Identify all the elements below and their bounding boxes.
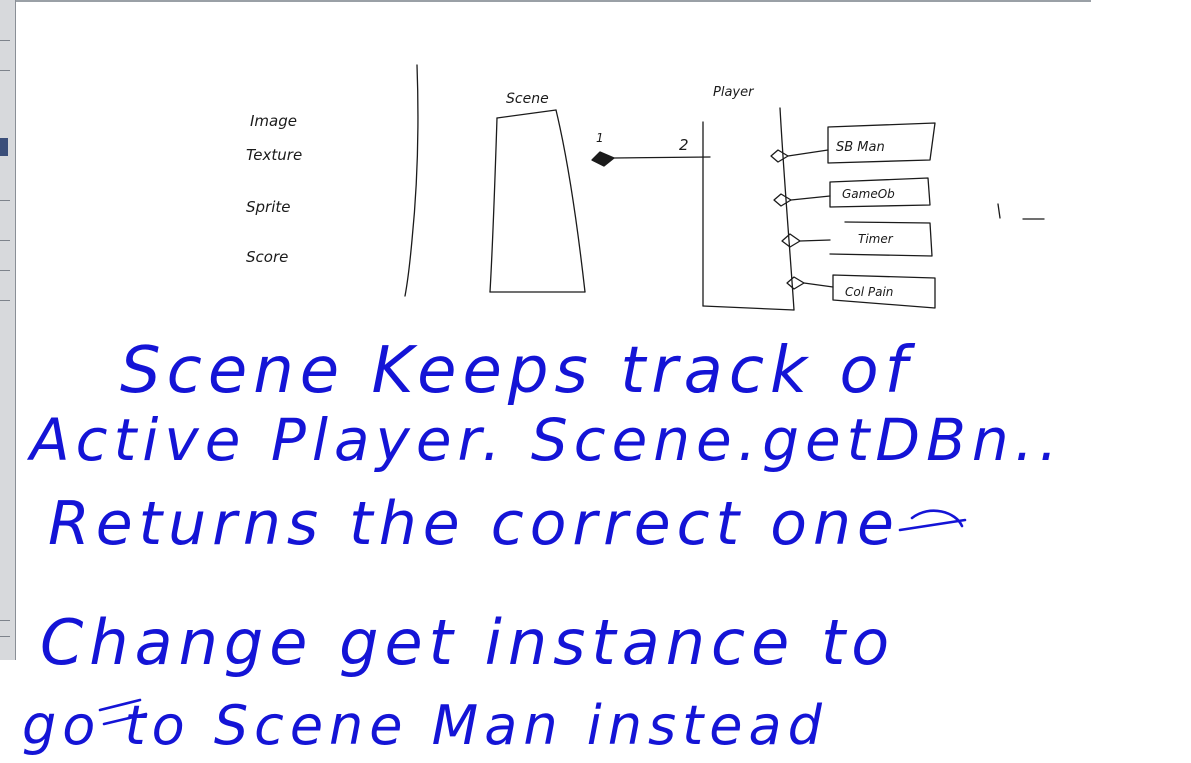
component-label-colpain: Col Pain: [845, 285, 893, 299]
component-gameob: GameOb: [773, 177, 931, 208]
handwritten-note: Scene Keeps track of Active Player. Scen…: [22, 334, 1064, 757]
label-sprite: Sprite: [246, 198, 291, 216]
note-line-4: Change get instance to: [40, 606, 895, 679]
divider-line: [404, 64, 419, 297]
label-image: Image: [250, 112, 297, 130]
top-window-edge: [16, 0, 1091, 2]
multiplicity-two: 2: [679, 136, 689, 154]
scene-player-association: 1 2: [591, 131, 711, 167]
scene-class-box: Scene: [489, 91, 586, 293]
left-labels: Image Texture Sprite Score: [246, 112, 302, 266]
label-texture: Texture: [246, 146, 302, 164]
stray-mark: [997, 203, 1045, 220]
note-line-3: Returns the correct one: [48, 489, 900, 559]
player-label: Player: [713, 85, 755, 100]
component-label-gameob: GameOb: [842, 187, 895, 201]
note-line-1: Scene Keeps track of: [120, 334, 916, 408]
scene-label: Scene: [506, 91, 549, 107]
label-score: Score: [246, 248, 288, 266]
left-app-panel: [0, 0, 16, 660]
note-line-2: Active Player. Scene.getDBn..: [26, 406, 1064, 474]
multiplicity-one: 1: [596, 131, 604, 145]
component-sbman: SB Man: [770, 122, 936, 164]
player-class-box: Player: [702, 85, 795, 311]
component-timer: Timer: [781, 221, 933, 257]
component-colpain: Col Pain: [786, 274, 936, 309]
component-label-timer: Timer: [858, 232, 894, 246]
component-label-sbman: SB Man: [836, 140, 885, 155]
note-line-5: go to Scene Man instead: [22, 694, 828, 757]
